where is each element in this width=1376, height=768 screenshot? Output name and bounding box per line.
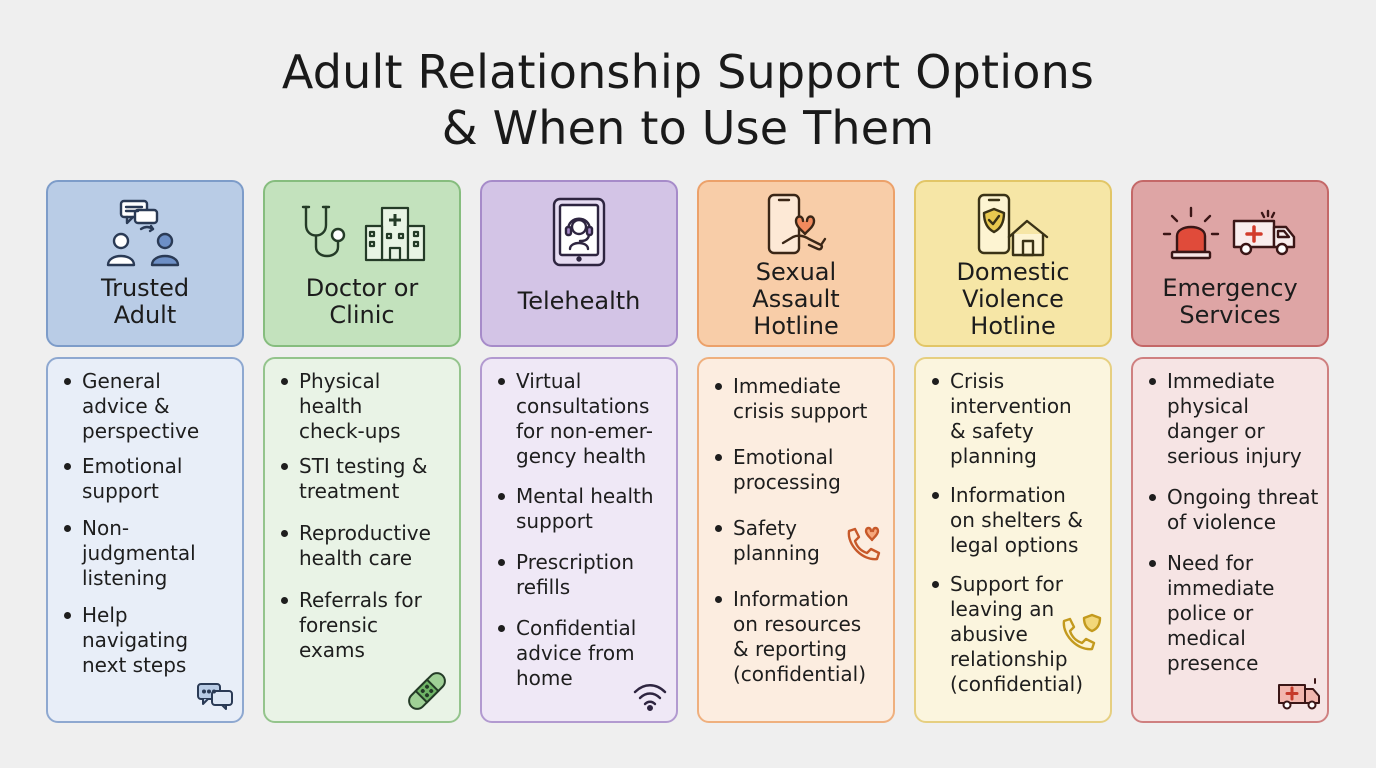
phone-heart-icon xyxy=(843,523,885,565)
body-card-telehealth: Virtual consultations for non-emer- genc… xyxy=(480,357,678,723)
list-doctor-clinic: Physical health check-ups STI testing & … xyxy=(279,369,451,663)
body-card-domestic-violence-hotline: Crisis intervention & safety planning In… xyxy=(914,357,1112,723)
list-item: Crisis intervention & safety planning xyxy=(930,369,1102,469)
phone-heart-hand-icon xyxy=(763,193,829,259)
list-item: Physical health check-ups xyxy=(279,369,451,444)
list-item: Reproductive health care xyxy=(279,521,451,571)
list-item: Safety planning xyxy=(713,516,885,566)
header-label-trusted-adult: Trusted Adult xyxy=(100,273,190,329)
list-emergency-services: Immediate physical danger or serious inj… xyxy=(1147,369,1319,676)
list-item: Information on shelters & legal options xyxy=(930,483,1102,558)
list-item: Prescription refills xyxy=(496,550,668,600)
header-card-emergency-services: Emergency Services xyxy=(1131,180,1329,347)
wifi-icon xyxy=(632,681,668,711)
phone-shield-icon xyxy=(1060,611,1104,653)
body-card-emergency-services: Immediate physical danger or serious inj… xyxy=(1131,357,1329,723)
list-trusted-adult: General advice & perspective Emotional s… xyxy=(62,369,234,678)
header-card-doctor-clinic: Doctor or Clinic xyxy=(263,180,461,347)
list-item: Referrals for forensic exams xyxy=(279,588,451,663)
ambulance-icon xyxy=(1277,677,1321,711)
list-item: Help navigating next steps xyxy=(62,603,234,678)
stethoscope-icon xyxy=(298,201,354,265)
list-item: Ongoing threat of violence xyxy=(1147,485,1319,535)
header-card-trusted-adult: Trusted Adult xyxy=(46,180,244,347)
header-label-domestic-violence-hotline: Domestic Violence Hotline xyxy=(956,258,1070,340)
tablet-headset-icon xyxy=(550,197,608,269)
list-item: Virtual consultations for non-emer- genc… xyxy=(496,369,668,469)
header-label-sexual-assault-hotline: Sexual Assault Hotline xyxy=(752,258,840,340)
list-item: Immediate physical danger or serious inj… xyxy=(1147,369,1319,469)
header-label-emergency-services: Emergency Services xyxy=(1162,273,1298,329)
list-item: General advice & perspective xyxy=(62,369,234,444)
header-card-sexual-assault-hotline: Sexual Assault Hotline xyxy=(697,180,895,347)
list-item: STI testing & treatment xyxy=(279,454,451,504)
title-line-1: Adult Relationship Support Options xyxy=(281,45,1095,99)
two-people-icon xyxy=(103,197,187,269)
header-label-doctor-clinic: Doctor or Clinic xyxy=(305,273,419,329)
phone-shield-house-icon xyxy=(975,193,1051,259)
list-item: Confidential advice from home xyxy=(496,616,668,691)
list-item: Support for leaving an abusive relations… xyxy=(930,572,1102,697)
chat-bubbles-icon xyxy=(196,681,236,711)
header-card-telehealth: Telehealth xyxy=(480,180,678,347)
list-item: Emotional support xyxy=(62,454,234,504)
list-item: Mental health support xyxy=(496,484,668,534)
header-label-telehealth: Telehealth xyxy=(517,287,641,315)
list-domestic-violence-hotline: Crisis intervention & safety planning In… xyxy=(930,369,1102,697)
list-item: Emotional processing xyxy=(713,445,885,495)
body-card-sexual-assault-hotline: Immediate crisis support Emotional proce… xyxy=(697,357,895,723)
page-title: Adult Relationship Support Options & Whe… xyxy=(0,44,1376,156)
list-item: Immediate crisis support xyxy=(713,374,885,424)
list-telehealth: Virtual consultations for non-emer- genc… xyxy=(496,369,668,691)
header-card-domestic-violence-hotline: Domestic Violence Hotline xyxy=(914,180,1112,347)
bandage-icon xyxy=(403,667,451,715)
hospital-icon xyxy=(364,204,426,262)
list-item: Information on resources & reporting (co… xyxy=(713,587,885,687)
title-line-2: & When to Use Them xyxy=(441,101,935,155)
list-item: Non- judgmental listening xyxy=(62,516,234,591)
siren-icon xyxy=(1162,204,1220,262)
body-card-trusted-adult: General advice & perspective Emotional s… xyxy=(46,357,244,723)
body-card-doctor-clinic: Physical health check-ups STI testing & … xyxy=(263,357,461,723)
list-sexual-assault-hotline: Immediate crisis support Emotional proce… xyxy=(713,374,885,687)
list-item: Need for immediate police or medical pre… xyxy=(1147,551,1319,676)
ambulance-icon xyxy=(1230,207,1298,259)
